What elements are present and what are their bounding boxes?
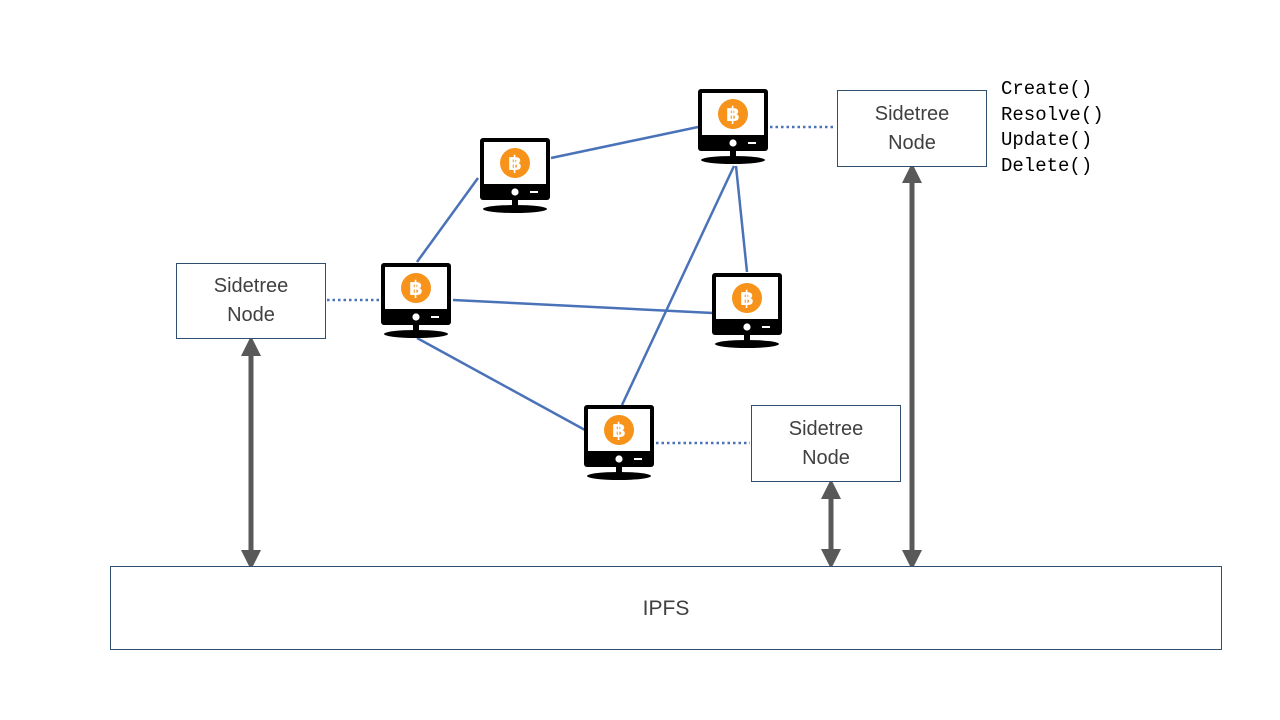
bitcoin-icon <box>401 273 431 303</box>
network-link <box>550 125 699 160</box>
svg-text:฿: ฿ <box>612 418 626 442</box>
bitcoin-icon <box>500 148 530 178</box>
sidetree-node-left: Sidetree Node <box>176 263 326 339</box>
sidetree-node-label: Sidetree <box>874 102 950 125</box>
sidetree-node-top-right: Sidetree Node <box>837 90 987 167</box>
bitcoin-node-monitor: ฿ <box>584 405 654 480</box>
api-method: Resolve() <box>1001 103 1104 126</box>
sidetree-node-label: Node <box>888 131 936 154</box>
network-link <box>734 165 749 273</box>
bitcoin-icon <box>718 99 748 129</box>
svg-text:฿: ฿ <box>726 102 740 126</box>
sidetree-node-label: Node <box>802 446 850 469</box>
ipfs-storage: IPFS <box>110 566 1222 650</box>
api-methods-list: Create() Resolve() Update() Delete() <box>1001 77 1104 179</box>
api-method: Create() <box>1001 78 1093 100</box>
network-link <box>415 177 480 263</box>
bitcoin-node-monitor: ฿ <box>698 89 768 164</box>
bitcoin-icon <box>604 415 634 445</box>
network-link <box>620 165 736 406</box>
api-method: Delete() <box>1001 154 1093 177</box>
sidetree-node-label: Sidetree <box>213 275 289 297</box>
bitcoin-icon <box>732 283 762 313</box>
network-link <box>452 298 714 315</box>
bitcoin-node-monitor: ฿ <box>712 273 782 348</box>
svg-text:฿: ฿ <box>740 286 754 310</box>
api-method: Update() <box>1001 129 1093 151</box>
sidetree-node-label: Node <box>227 304 275 326</box>
bitcoin-node-monitor: ฿ <box>480 138 550 213</box>
sidetree-node-bottom: Sidetree Node <box>751 405 901 482</box>
sidetree-node-label: Sidetree <box>788 417 864 440</box>
svg-text:฿: ฿ <box>409 276 423 300</box>
ipfs-label: IPFS <box>642 596 690 620</box>
network-link <box>416 336 586 432</box>
svg-text:฿: ฿ <box>508 151 522 175</box>
bitcoin-node-monitor: ฿ <box>381 263 451 338</box>
